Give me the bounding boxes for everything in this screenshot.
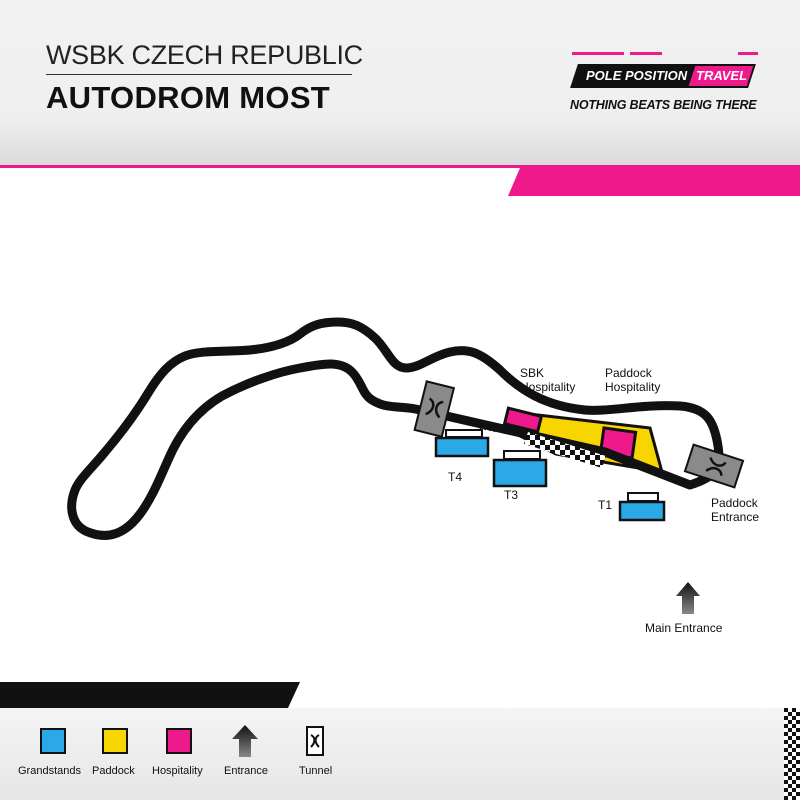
footer-accent-bar [0,682,300,708]
start-finish-grid [524,432,606,468]
label-t3: T3 [504,488,519,502]
legend-label: Entrance [224,765,269,777]
legend-label: Tunnel [299,765,333,777]
logo-brand-highlight: TRAVEL [696,68,748,83]
legend-paddock: Paddock [92,725,162,785]
hospitality-swatch [166,728,192,754]
grandstand-t3 [492,450,548,488]
circuit-map: ‹‹‹‹ SBK Hospitality [0,196,800,682]
tunnel-icon [306,726,324,756]
event-title: WSBK CZECH REPUBLIC [46,40,363,70]
label-paddock-entrance: Paddock Entrance [711,496,760,524]
logo-stripe [630,52,662,55]
arrow-up-icon [676,582,700,614]
grandstand-t4 [434,429,490,458]
title-divider [46,74,352,75]
tunnel-left [413,380,456,438]
race-track [67,317,724,540]
grandstand-swatch [40,728,66,754]
arrow-up-icon [232,725,258,757]
label-main-entrance: Main Entrance [645,621,723,635]
logo-stripe [572,52,624,55]
label-t1: T1 [598,498,613,512]
sbk-hospitality-block [502,406,544,434]
brand-logo: POLE POSITION TRAVEL NOTHING BEATS BEING… [566,52,762,118]
tunnel-right [683,443,745,489]
header-accent-line [0,165,800,168]
circuit-title: AUTODROM MOST [46,80,331,115]
footer-checker-pattern [784,708,800,800]
legend-label: Hospitality [152,765,203,777]
legend-panel [0,708,800,800]
legend-entrance: Entrance [224,725,294,785]
legend-label: Grandstands [18,765,81,777]
logo-brand-text: POLE POSITION [586,68,688,83]
legend-hospitality: Hospitality [152,725,222,785]
label-sbk-hospitality: SBK Hospitality [520,366,576,394]
legend-tunnel: Tunnel [298,725,368,785]
logo-tagline: NOTHING BEATS BEING THERE [570,98,757,112]
label-paddock-hospitality: Paddock Hospitality [605,366,661,394]
legend-label: Paddock [92,765,135,777]
grandstand-t1 [618,492,666,522]
header-accent-tab [508,168,800,196]
label-t4: T4 [448,470,463,484]
logo-stripe [738,52,758,55]
circuit-map-svg: ‹‹‹‹ [67,317,745,614]
legend-grandstands: Grandstands [18,725,88,785]
paddock-swatch [102,728,128,754]
